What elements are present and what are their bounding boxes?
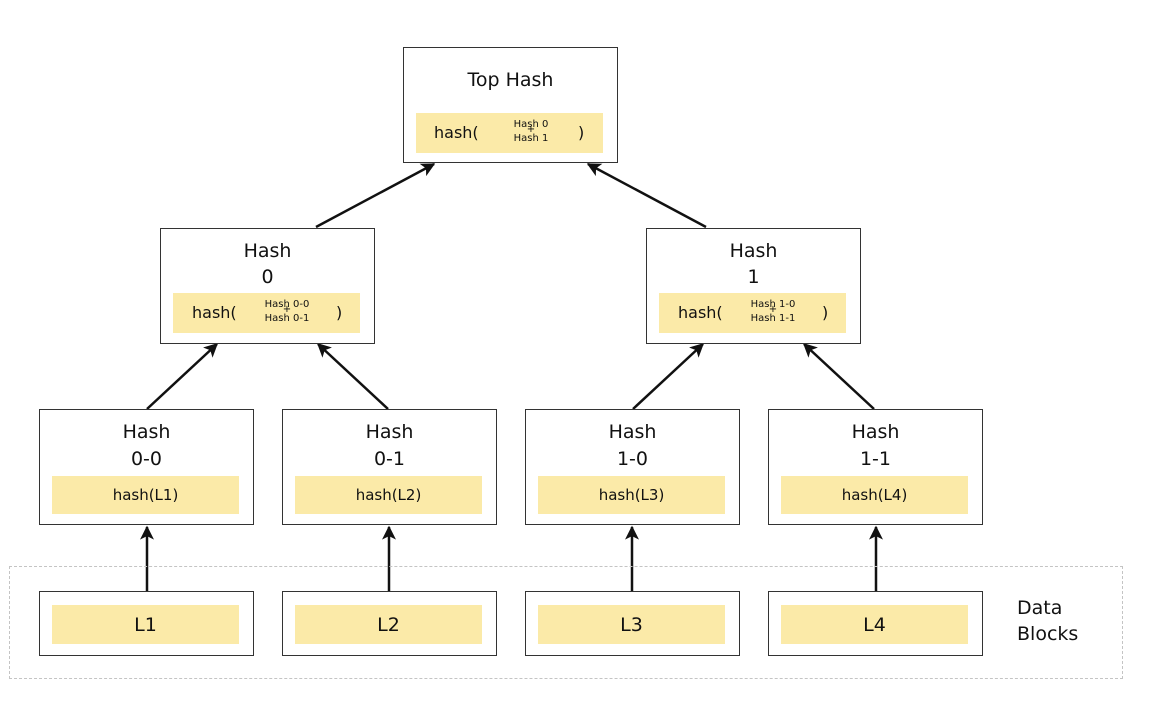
data-blocks-label: Data Blocks <box>1017 595 1078 647</box>
hash-1-close: ) <box>822 303 829 322</box>
edge-hash11-to-hash1 <box>802 343 875 410</box>
hash-1-function: hash( Hash 1-0 + Hash 1-1 ) <box>659 293 846 333</box>
edge-hash01-to-hash0 <box>316 343 389 410</box>
hash-0-0-title-b: 0-0 <box>130 448 163 470</box>
hash-0-inputs: Hash 0-0 + Hash 0-1 <box>259 299 315 327</box>
hash-1-1-title-a: Hash <box>851 421 900 443</box>
hash-0-title-a: Hash <box>243 240 292 262</box>
hash-1-0-node: Hash 1-0 hash(L3) <box>525 409 740 525</box>
hash-1-input-a: Hash 1-0 <box>750 299 796 310</box>
hash-0-close: ) <box>336 303 343 322</box>
hash-1-0-title-b: 1-0 <box>616 448 649 470</box>
hash-0-0-node: Hash 0-0 hash(L1) <box>39 409 254 525</box>
data-block-l3-fill: L3 <box>538 605 725 644</box>
hash-1-node: Hash 1 hash( Hash 1-0 + Hash 1-1 ) <box>646 228 861 344</box>
hash-0-0-title-a: Hash <box>122 421 171 443</box>
hash-1-fn: hash( <box>678 303 723 322</box>
edge-hash10-to-hash1 <box>632 343 705 410</box>
hash-0-1-title-b: 0-1 <box>373 448 406 470</box>
hash-1-title-a: Hash <box>729 240 778 262</box>
top-hash-close: ) <box>578 123 585 142</box>
hash-1-1-fn: hash(L4) <box>841 486 908 504</box>
data-block-l2-label: L2 <box>377 613 400 636</box>
hash-0-1-title-a: Hash <box>365 421 414 443</box>
hash-0-input-b: Hash 0-1 <box>264 313 310 324</box>
hash-1-1-title-b: 1-1 <box>859 448 892 470</box>
data-blocks-label-a: Data <box>1017 597 1063 619</box>
hash-1-1-function: hash(L4) <box>781 476 968 514</box>
hash-1-input-b: Hash 1-1 <box>750 313 796 324</box>
edge-hash0-to-top <box>315 162 436 229</box>
hash-0-0-fn: hash(L1) <box>112 486 179 504</box>
data-block-l3: L3 <box>525 591 740 656</box>
hash-0-1-fn: hash(L2) <box>355 486 422 504</box>
top-hash-function: hash( Hash 0 + Hash 1 ) <box>416 113 603 153</box>
hash-1-0-title-a: Hash <box>608 421 657 443</box>
data-block-l3-label: L3 <box>620 613 643 636</box>
hash-0-function: hash( Hash 0-0 + Hash 0-1 ) <box>173 293 360 333</box>
data-block-l4-fill: L4 <box>781 605 968 644</box>
hash-0-1-node: Hash 0-1 hash(L2) <box>282 409 497 525</box>
hash-1-0-fn: hash(L3) <box>598 486 665 504</box>
hash-1-0-function: hash(L3) <box>538 476 725 514</box>
data-block-l4: L4 <box>768 591 983 656</box>
hash-1-1-node: Hash 1-1 hash(L4) <box>768 409 983 525</box>
top-input-a: Hash 0 <box>513 119 549 130</box>
edge-hash1-to-top <box>586 162 707 229</box>
hash-0-1-function: hash(L2) <box>295 476 482 514</box>
data-block-l4-label: L4 <box>863 613 886 636</box>
edge-hash00-to-hash0 <box>146 343 219 410</box>
hash-0-node: Hash 0 hash( Hash 0-0 + Hash 0-1 ) <box>160 228 375 344</box>
hash-1-input-plus: + <box>768 304 778 315</box>
top-hash-fn: hash( <box>434 123 479 142</box>
data-block-l1: L1 <box>39 591 254 656</box>
data-block-l2: L2 <box>282 591 497 656</box>
hash-0-0-function: hash(L1) <box>52 476 239 514</box>
data-blocks-label-b: Blocks <box>1017 623 1079 645</box>
hash-0-fn: hash( <box>192 303 237 322</box>
data-block-l1-label: L1 <box>134 613 157 636</box>
hash-1-inputs: Hash 1-0 + Hash 1-1 <box>745 299 801 327</box>
hash-1-title-b: 1 <box>747 266 760 288</box>
data-block-l1-fill: L1 <box>52 605 239 644</box>
top-hash-node: Top Hash hash( Hash 0 + Hash 1 ) <box>403 47 618 163</box>
data-block-l2-fill: L2 <box>295 605 482 644</box>
hash-0-input-plus: + <box>282 304 292 315</box>
top-input-plus: + <box>526 124 536 135</box>
top-hash-title: Top Hash <box>467 69 554 91</box>
hash-0-input-a: Hash 0-0 <box>264 299 310 310</box>
hash-0-title-b: 0 <box>261 266 274 288</box>
top-input-b: Hash 1 <box>513 133 549 144</box>
top-hash-inputs: Hash 0 + Hash 1 <box>506 119 556 147</box>
data-blocks-region <box>9 566 1123 679</box>
